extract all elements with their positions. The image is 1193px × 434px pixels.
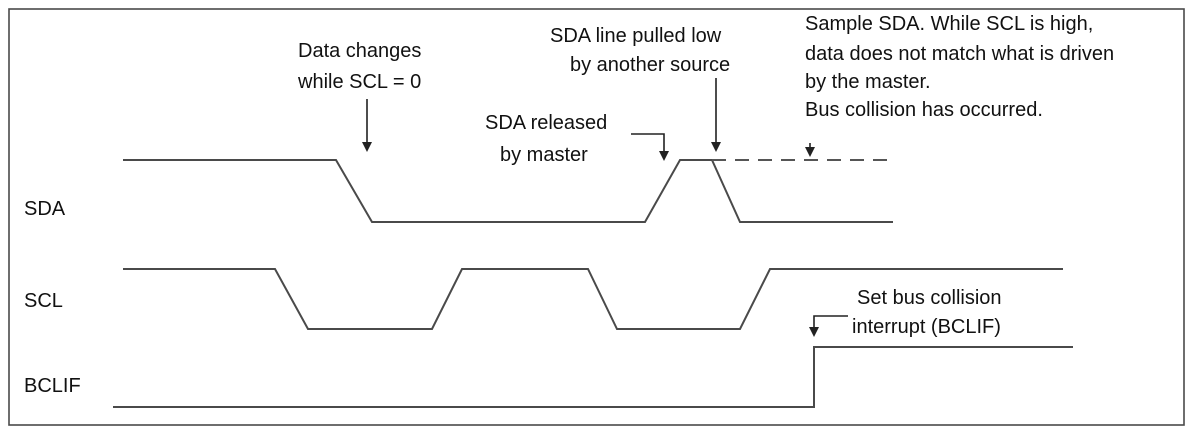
sda-released-arrow <box>631 133 669 161</box>
sda-released-note: SDA released by master <box>485 112 613 166</box>
sample-sda-note: Sample SDA. While SCL is high, data does… <box>805 13 1120 121</box>
sda-pulled-low-arrow <box>711 78 721 152</box>
bclif-label: BCLIF <box>24 375 81 397</box>
set-bclif-note: Set bus collision interrupt (BCLIF) <box>852 287 1007 338</box>
scl-waveform <box>123 268 1063 330</box>
data-changes-arrow <box>362 99 372 152</box>
sda-waveform <box>123 159 893 223</box>
sample-sda-arrow <box>805 143 815 157</box>
data-changes-note: Data changes while SCL = 0 <box>297 40 427 93</box>
sda-pulled-low-note: SDA line pulled low by another source <box>550 25 730 76</box>
sda-label: SDA <box>24 198 66 220</box>
bclif-waveform <box>113 346 1073 408</box>
scl-label: SCL <box>24 290 63 312</box>
set-bclif-arrow <box>809 315 848 337</box>
diagram-frame <box>8 8 1185 426</box>
